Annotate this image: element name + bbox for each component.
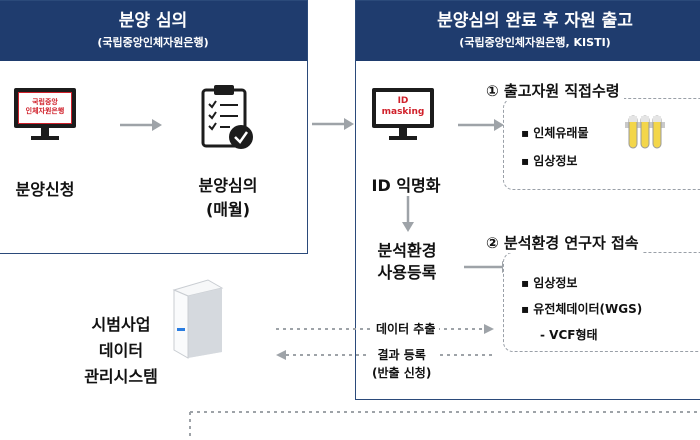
arrow-icon xyxy=(402,196,414,232)
extract-label: 데이터 추출 xyxy=(372,320,440,337)
register-label-line2: 사용등록 xyxy=(377,263,437,282)
section2-bullet-2: ▪ 유전체데이터(WGS) xyxy=(521,302,643,316)
clipboard-icon xyxy=(201,85,253,149)
system-label-line2: 데이터 xyxy=(98,341,144,360)
system-label: 시범사업 데이터 관리시스템 xyxy=(66,312,176,390)
section2-heading: ② 분석환경 연구자 접속 xyxy=(482,232,643,253)
section1-box xyxy=(503,98,700,190)
left-panel-subtitle: (국립중앙인체자원은행) xyxy=(97,36,209,49)
register-label-line1: 분석환경 xyxy=(377,241,437,260)
right-panel-header: 분양심의 완료 후 자원 출고 (국립중앙인체자원은행, KISTI) xyxy=(356,1,700,61)
step1-label: 분양신청 xyxy=(15,180,75,199)
result-label-line2: (반출 신청) xyxy=(372,366,432,380)
arrow-icon xyxy=(458,119,504,131)
right-panel-subtitle: (국립중앙인체자원은행, KISTI) xyxy=(459,36,611,49)
arrow-icon xyxy=(120,119,162,131)
right-panel-title: 분양심의 완료 후 자원 출고 xyxy=(437,11,633,31)
system-label-line1: 시범사업 xyxy=(91,315,151,334)
result-label-line1: 결과 등록 xyxy=(377,348,426,362)
monitor-icon: ID masking xyxy=(372,88,434,140)
result-label: 결과 등록 (반출 신청) xyxy=(366,346,438,382)
left-panel-title: 분양 심의 xyxy=(118,11,188,31)
test-tubes-icon xyxy=(625,115,665,149)
section1-bullet-2: ▪ 임상정보 xyxy=(521,154,578,168)
section1-bullet-1: ▪ 인체유래물 xyxy=(521,126,589,140)
step2-label: 분양심의 (매월) xyxy=(178,174,278,222)
register-label: 분석환경 사용등록 xyxy=(362,240,452,284)
id-monitor-text-1: ID xyxy=(397,96,409,106)
id-anonymize-label: ID 익명화 xyxy=(371,176,441,195)
monitor-text-2: 인체자원은행 xyxy=(25,107,65,115)
section2-bullet-3: - VCF형태 xyxy=(540,328,598,342)
section2-box xyxy=(503,252,700,352)
arrow-icon xyxy=(276,324,494,334)
step2-label-line1: 분양심의 xyxy=(198,176,258,195)
monitor-icon: 국립중앙 인체자원은행 xyxy=(14,88,76,140)
system-label-line3: 관리시스템 xyxy=(84,367,158,386)
section1-heading: ① 출고자원 직접수령 xyxy=(482,80,624,101)
left-panel-header: 분양 심의 (국립중앙인체자원은행) xyxy=(0,1,307,61)
id-monitor-text-2: masking xyxy=(381,107,425,117)
section2-bullet-1: ▪ 임상정보 xyxy=(521,276,578,290)
dotted-connector xyxy=(189,411,698,438)
step2-label-line2: (매월) xyxy=(205,200,251,219)
monitor-text-1: 국립중앙 xyxy=(32,98,58,106)
server-icon xyxy=(172,279,224,359)
arrow-icon xyxy=(312,118,354,130)
